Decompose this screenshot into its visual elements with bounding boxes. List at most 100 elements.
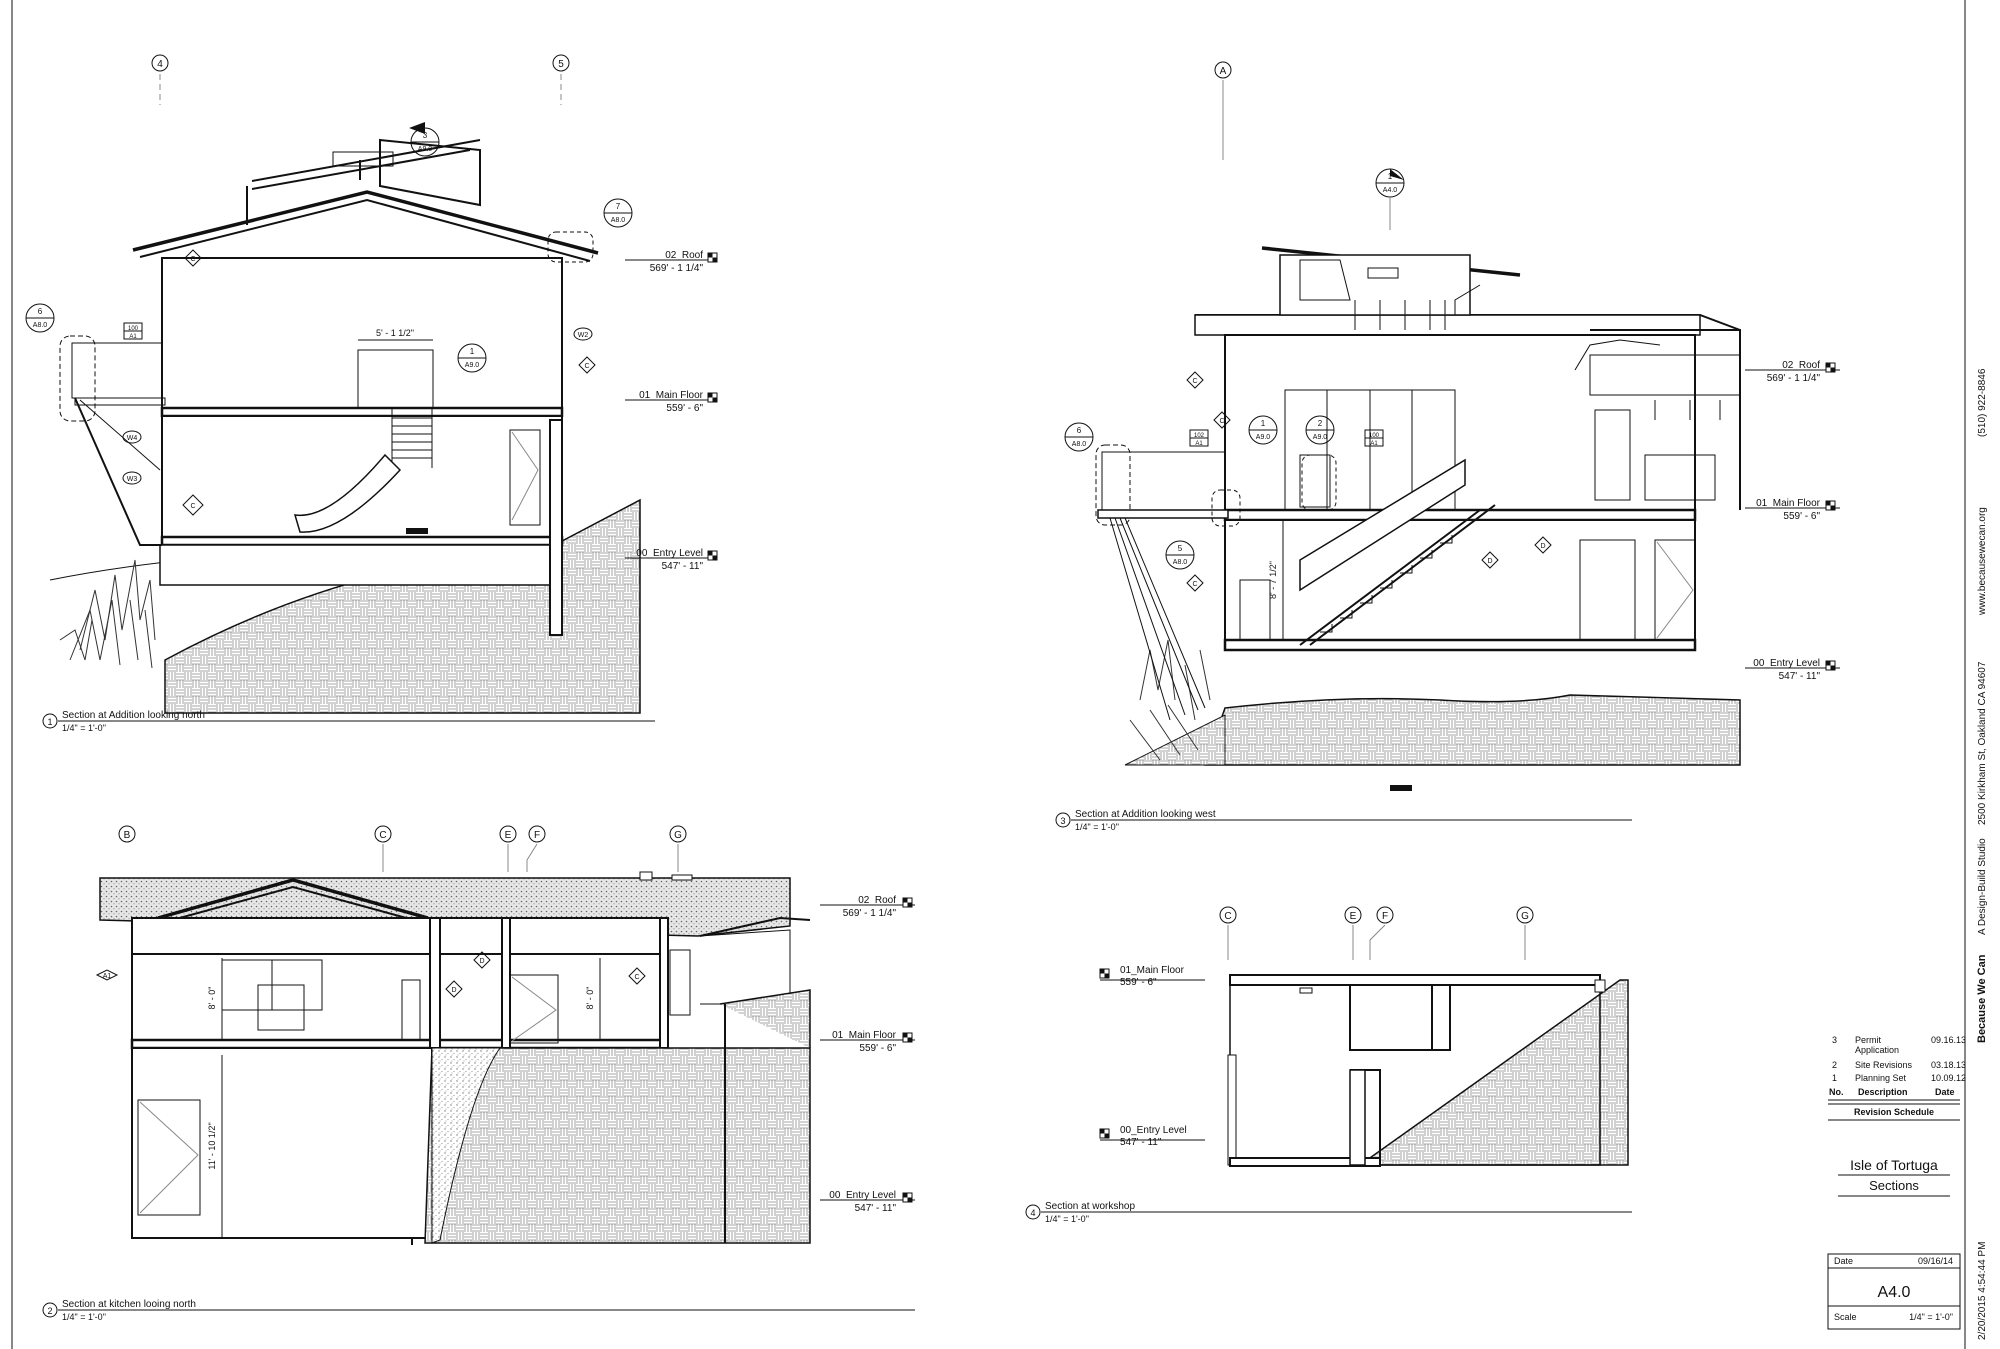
tag-c-2: C: [182, 494, 204, 516]
revision-schedule: 3 Permit Application 09.16.13 2 Site Rev…: [1828, 1035, 1966, 1121]
callout-detail-1[interactable]: 1 A9.0: [457, 343, 487, 373]
callout-detail-6-s3[interactable]: 6 A8.0: [1064, 422, 1094, 452]
tag-c-5: C: [1186, 371, 1204, 389]
svg-text:11' - 10 1/2": 11' - 10 1/2": [207, 1122, 217, 1169]
svg-text:3: 3: [1832, 1035, 1837, 1045]
section-1: 4 5: [25, 54, 718, 733]
svg-text:00_Entry Level: 00_Entry Level: [829, 1190, 896, 1201]
svg-text:09.16.13: 09.16.13: [1931, 1035, 1966, 1045]
svg-text:Section at Addition looking no: Section at Addition looking north: [62, 710, 205, 721]
svg-text:No.: No.: [1829, 1087, 1844, 1097]
slide: [293, 453, 402, 533]
svg-text:F: F: [1382, 911, 1388, 922]
svg-text:02_Roof: 02_Roof: [1782, 360, 1820, 371]
grid-bubble-f-s4: F: [1369, 906, 1394, 960]
svg-text:4: 4: [157, 59, 163, 70]
scale-label: Scale: [1834, 1312, 1857, 1322]
svg-text:C: C: [634, 974, 639, 981]
svg-text:W4: W4: [127, 435, 138, 442]
grid-bubble-a: A: [1214, 61, 1232, 160]
svg-text:3: 3: [423, 131, 428, 140]
svg-text:A8.0: A8.0: [1072, 441, 1087, 448]
firm-phone: (510) 922-8846: [1977, 368, 1988, 437]
tag-c-4: C: [628, 967, 646, 985]
callout-detail-6[interactable]: 6 A8.0: [25, 303, 55, 333]
grid-bubble-g: G: [669, 825, 687, 872]
svg-text:A1: A1: [1370, 441, 1378, 447]
landscape-shrubs-3: [1129, 639, 1211, 761]
grid-bubble-4: 4: [151, 54, 169, 105]
svg-text:10.09.12: 10.09.12: [1931, 1073, 1966, 1083]
grid-bubble-b: B: [118, 825, 136, 843]
grid-bubble-f: F: [526, 825, 546, 872]
date-value: 09/16/14: [1918, 1256, 1953, 1266]
svg-text:G: G: [674, 830, 682, 841]
svg-text:5: 5: [1178, 544, 1183, 553]
tag-w3: W3: [122, 471, 142, 485]
svg-text:W3: W3: [127, 476, 138, 483]
svg-text:01_Main Floor: 01_Main Floor: [832, 1030, 897, 1041]
svg-text:C: C: [1192, 378, 1197, 385]
callout-detail-2[interactable]: 2 A9.0: [1301, 415, 1337, 511]
earth-hatch-2: [424, 1047, 811, 1244]
firm-tagline: A Design-Build Studio: [1977, 838, 1988, 935]
grid-bubble-c-s4: C: [1219, 906, 1237, 960]
tag-w2: W2: [573, 327, 593, 341]
svg-text:559' - 6": 559' - 6": [859, 1043, 896, 1054]
svg-text:E: E: [1350, 911, 1357, 922]
svg-text:C: C: [190, 256, 195, 263]
svg-text:8' - 0": 8' - 0": [207, 987, 217, 1010]
level-main-floor-2: 01_Main Floor 559' - 6": [820, 1030, 915, 1054]
svg-text:03.18.13: 03.18.13: [1931, 1060, 1966, 1070]
svg-text:G: G: [1521, 911, 1529, 922]
svg-text:D: D: [451, 987, 456, 994]
callout-section-1[interactable]: 1 A4.0: [1375, 168, 1405, 230]
grid-bubble-e: E: [499, 825, 517, 872]
svg-text:8' - 0": 8' - 0": [585, 987, 595, 1010]
grid-bubble-5: 5: [552, 54, 570, 105]
svg-text:C: C: [190, 503, 195, 510]
section-4: C E F G 01_Main Floor 559' - 6" 00_Entry…: [1025, 906, 1632, 1224]
svg-text:5: 5: [558, 59, 564, 70]
svg-text:D: D: [1487, 558, 1492, 565]
level-main-floor-4: 01_Main Floor 559' - 6": [1099, 965, 1205, 988]
level-main-floor-3: 01_Main Floor 559' - 6": [1745, 498, 1840, 522]
svg-text:D: D: [1540, 543, 1545, 550]
svg-text:1: 1: [1261, 419, 1266, 428]
grid-bubble-e-s4: E: [1344, 906, 1362, 960]
earth-hatch-3: [1203, 694, 1741, 766]
svg-text:A8.0: A8.0: [611, 217, 626, 224]
svg-text:1: 1: [1388, 172, 1393, 181]
svg-text:559' - 6": 559' - 6": [1783, 511, 1820, 522]
svg-text:F: F: [534, 830, 540, 841]
title-block: Because We Can A Design-Build Studio 250…: [1827, 368, 1988, 1340]
svg-text:A1: A1: [1195, 441, 1203, 447]
firm-address: 2500 Kirkham St, Oakland CA 94607: [1977, 661, 1988, 825]
svg-text:02_Roof: 02_Roof: [858, 895, 896, 906]
callout-detail-7[interactable]: 7 A8.0: [547, 198, 633, 263]
section-4-title: 4 Section at workshop 1/4" = 1'-0": [1025, 1201, 1632, 1224]
svg-text:00_Entry Level: 00_Entry Level: [636, 548, 703, 559]
callout-section-3[interactable]: 3 A9.0: [409, 122, 440, 157]
svg-text:C: C: [1219, 418, 1224, 425]
tag-c-6: C: [1213, 411, 1231, 429]
svg-text:1: 1: [470, 347, 475, 356]
project-name: Isle of Tortuga: [1850, 1157, 1938, 1173]
callout-detail-1-s3[interactable]: 1 A9.0: [1248, 415, 1278, 445]
svg-text:Revision Schedule: Revision Schedule: [1854, 1107, 1934, 1117]
grid-bubble-c: C: [374, 825, 392, 872]
earth-hatch-4: [1357, 979, 1629, 1166]
scale-value: 1/4" = 1'-0": [1909, 1312, 1953, 1322]
callout-detail-5[interactable]: 5 A8.0: [1165, 489, 1241, 570]
svg-text:A8.0: A8.0: [33, 322, 48, 329]
landscape-shrubs: [59, 559, 156, 669]
level-roof-3: 02_Roof 569' - 1 1/4": [1745, 360, 1840, 384]
svg-text:E: E: [505, 830, 512, 841]
svg-text:1: 1: [47, 717, 52, 727]
tag-c-1: C: [184, 249, 202, 267]
svg-text:Section at workshop: Section at workshop: [1045, 1201, 1135, 1212]
svg-text:100: 100: [1369, 433, 1380, 439]
svg-text:569' - 1 1/4": 569' - 1 1/4": [843, 908, 897, 919]
section-1-title: 1 Section at Addition looking north 1/4"…: [42, 710, 655, 733]
svg-text:569' - 1 1/4": 569' - 1 1/4": [650, 263, 704, 274]
